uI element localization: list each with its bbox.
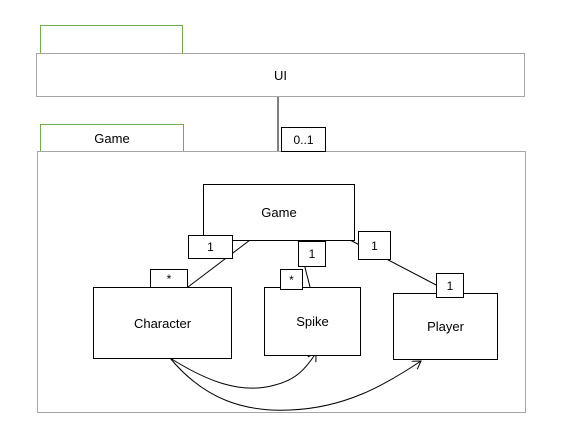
player-class: Player	[393, 293, 498, 360]
multiplicity-text: 1	[308, 247, 316, 261]
game-character-character-end-multiplicity: *	[150, 269, 188, 288]
game-player-game-end-multiplicity: 1	[358, 231, 391, 260]
character-player-arrow	[169, 357, 421, 411]
game-package-tab-label: Game	[94, 130, 130, 146]
ui-game-multiplicity: 0..1	[281, 127, 326, 152]
spike-class-name: Spike	[296, 314, 329, 329]
ui-package-tab	[40, 25, 183, 54]
ui-package-name: UI	[274, 67, 287, 83]
game-spike-spike-end-multiplicity: *	[280, 269, 303, 290]
spike-class: Spike	[264, 287, 361, 356]
character-class: Character	[93, 287, 232, 359]
game-character-association-line	[187, 239, 251, 288]
multiplicity-text: 1	[207, 240, 214, 254]
multiplicity-text: *	[289, 272, 294, 287]
game-class: Game	[203, 184, 355, 241]
game-class-name: Game	[261, 205, 297, 220]
player-class-name: Player	[427, 319, 464, 334]
character-spike-arrow	[169, 353, 316, 389]
game-spike-game-end-multiplicity: 1	[298, 241, 326, 267]
character-class-name: Character	[133, 315, 192, 331]
game-player-player-end-multiplicity: 1	[436, 273, 464, 298]
game-character-game-end-multiplicity: 1	[188, 235, 233, 259]
ui-package: UI	[36, 53, 525, 97]
multiplicity-text: 1	[371, 238, 378, 253]
multiplicity-text: *	[166, 271, 172, 286]
ui-game-multiplicity-text: 0..1	[293, 132, 314, 147]
multiplicity-text: 1	[446, 278, 454, 293]
game-package-tab: Game	[40, 124, 184, 152]
